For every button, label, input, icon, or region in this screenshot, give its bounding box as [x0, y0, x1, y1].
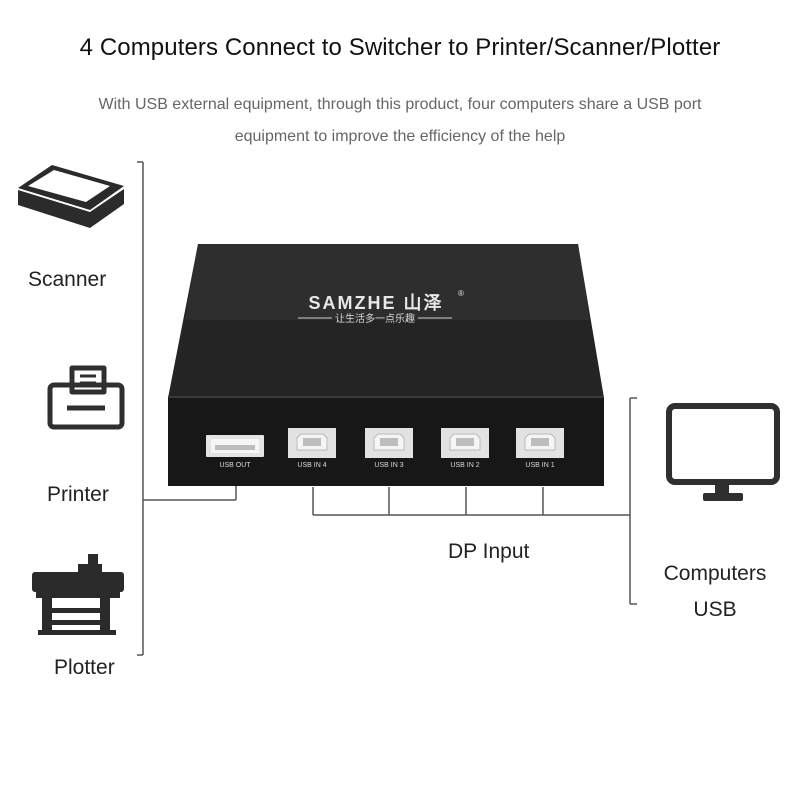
subtitle-line-2: equipment to improve the efficiency of t… [234, 128, 566, 145]
port-label-usb-in-4: USB IN 4 [297, 462, 326, 469]
plotter-icon [32, 554, 124, 635]
port-label-usb-in-3: USB IN 3 [374, 462, 403, 469]
usb-in-port-1 [516, 428, 564, 458]
scanner-icon [18, 165, 124, 233]
scanner-label: Scanner [28, 268, 107, 291]
plotter-label: Plotter [54, 656, 115, 679]
usb-switch-box [168, 244, 604, 486]
computers-label: Computers [663, 562, 767, 585]
right-bracket [629, 397, 637, 605]
usb-in-port-2 [441, 428, 489, 458]
printer-icon [47, 365, 125, 430]
usb-out-port [206, 435, 264, 457]
registered-mark: ® [458, 289, 464, 298]
monitor-icon [666, 403, 780, 501]
usb-label: USB [693, 598, 737, 621]
subtitle-line-1: With USB external equipment, through thi… [98, 96, 702, 113]
dp-input-label: DP Input [448, 540, 530, 563]
switch-slogan: 让生活多一点乐趣 [335, 312, 415, 325]
port-label-usb-in-2: USB IN 2 [450, 462, 479, 469]
printer-label: Printer [47, 483, 109, 506]
usb-in-connector-lines [312, 487, 630, 516]
usb-in-port-3 [365, 428, 413, 458]
switch-brand: SAMZHE 山泽 [309, 293, 444, 313]
port-label-usb-in-1: USB IN 1 [525, 462, 554, 469]
port-label-usb-out: USB OUT [219, 462, 251, 469]
left-bracket [137, 161, 237, 656]
page-title: 4 Computers Connect to Switcher to Print… [79, 34, 721, 61]
usb-in-port-4 [288, 428, 336, 458]
